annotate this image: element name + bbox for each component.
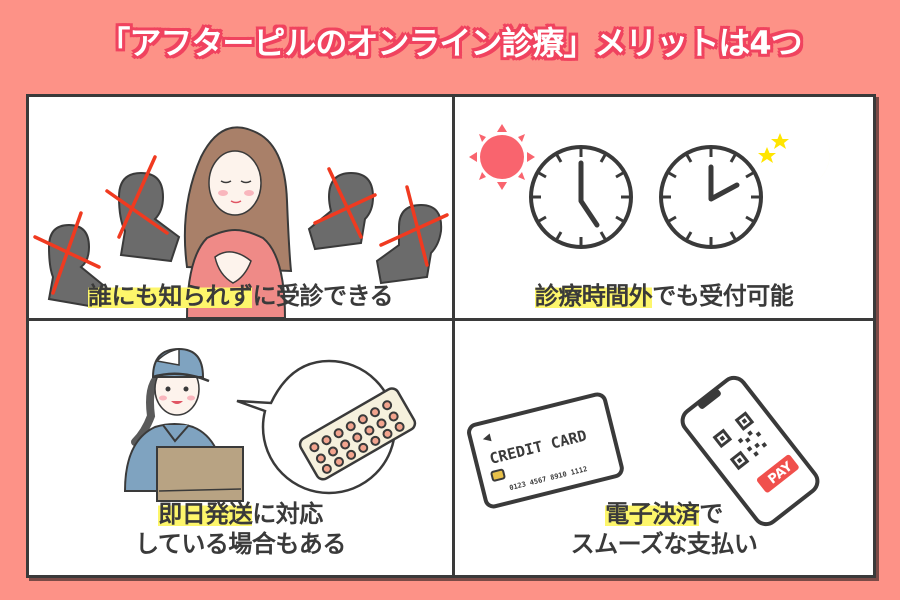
qr-code-icon	[712, 411, 768, 471]
caption-highlight: 電子決済	[605, 500, 700, 528]
cross-mark-icon	[33, 155, 449, 295]
caption-line2: している場合もある	[135, 530, 346, 558]
credit-card-icon: CREDIT CARD 0123 4567 8910 1112	[467, 392, 624, 509]
caption-highlight: 診療時間外	[534, 282, 653, 310]
clock-icon	[659, 145, 763, 249]
star-icon	[758, 133, 789, 163]
page-title: 「アフターピルのオンライン診療」メリットは4つ	[98, 24, 802, 62]
grid-divider-vertical	[452, 97, 455, 575]
smartphone-icon: PAY	[680, 375, 820, 527]
caption-rest: に対応	[252, 500, 323, 528]
merit-cell-e-payment: CREDIT CARD 0123 4567 8910 1112 PAY 電子	[455, 321, 873, 575]
merit-cell-privacy: 誰にも知られずに受診できる	[29, 97, 452, 318]
merits-grid: 誰にも知られずに受診できる	[26, 94, 876, 578]
caption-highlight: 即日発送	[158, 500, 253, 528]
moon-icon	[773, 127, 830, 189]
merit-caption: 即日発送に対応 している場合もある	[29, 499, 452, 559]
caption-rest: に受診できる	[252, 282, 394, 310]
merit-caption: 電子決済で スムーズな支払い	[455, 499, 873, 559]
card-and-phone-illustration: CREDIT CARD 0123 4567 8910 1112 PAY	[467, 375, 820, 527]
caption-rest: で	[699, 500, 723, 528]
sun-icon	[469, 124, 535, 190]
clock-icon	[529, 145, 633, 249]
merit-cell-after-hours: 診療時間外でも受付可能	[455, 97, 873, 318]
woman-with-silhouettes-illustration	[33, 126, 449, 318]
delivery-worker-illustration	[123, 347, 417, 502]
caption-line2: スムーズな支払い	[570, 530, 758, 558]
delivery-worker-icon	[123, 347, 244, 502]
merit-cell-same-day-shipping: 即日発送に対応 している場合もある	[29, 321, 452, 575]
merit-caption: 診療時間外でも受付可能	[455, 281, 873, 311]
pill-pack-icon	[298, 387, 417, 481]
caption-highlight: 誰にも知られず	[87, 282, 253, 310]
merit-caption: 誰にも知られずに受診できる	[29, 281, 452, 311]
sun-clocks-moon-illustration	[469, 124, 830, 249]
woman-illustration	[183, 126, 293, 318]
grid-divider-horizontal	[29, 318, 873, 321]
caption-rest: でも受付可能	[652, 282, 794, 310]
